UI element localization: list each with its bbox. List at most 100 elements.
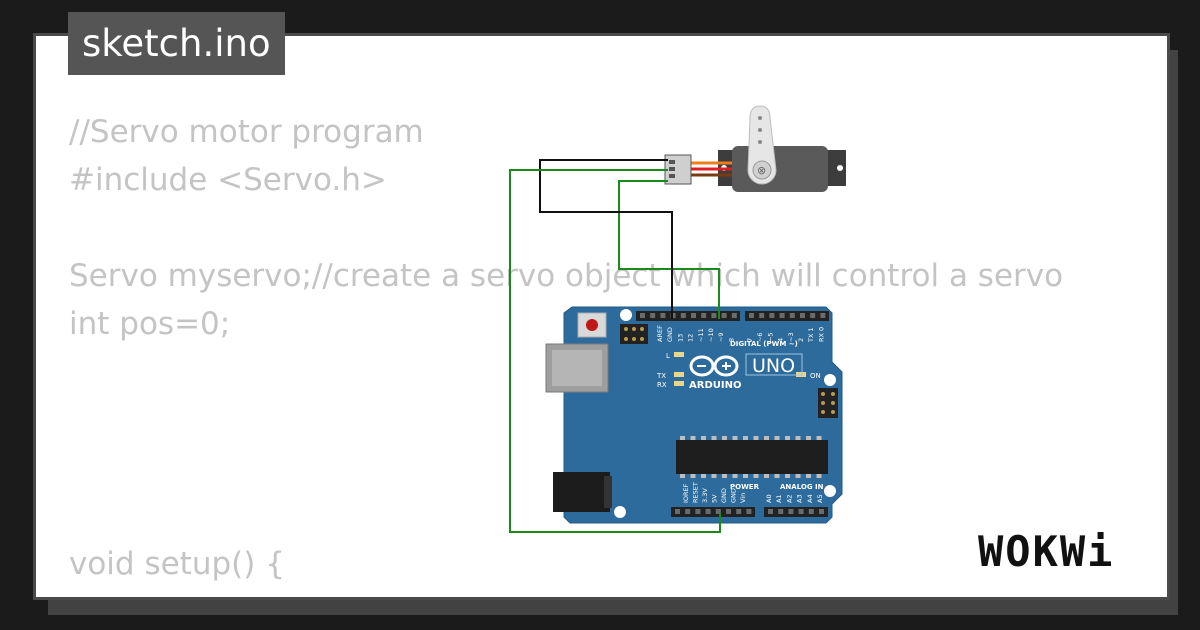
code-line: int pos=0; <box>69 306 231 342</box>
header-pin[interactable] <box>769 313 775 318</box>
chip-pin <box>690 474 696 478</box>
code-line: Servo myservo;//create a servo object wh… <box>69 258 1064 294</box>
chip-pin <box>722 436 727 440</box>
header-pin[interactable] <box>721 313 727 318</box>
led-tx <box>674 372 684 377</box>
header-pin[interactable] <box>685 509 691 514</box>
header-pin[interactable] <box>778 509 784 514</box>
led-l <box>674 352 684 357</box>
header-pin[interactable] <box>640 313 645 318</box>
wires <box>509 159 721 533</box>
pin-label: GND <box>666 327 674 342</box>
header-pin[interactable] <box>788 509 794 514</box>
header-pin[interactable] <box>695 509 701 514</box>
header-pin[interactable] <box>819 509 824 514</box>
mounting-hole <box>824 374 836 386</box>
pin-label: A5 <box>816 494 824 503</box>
chip-pin <box>753 474 759 478</box>
chip-pin <box>816 474 822 478</box>
power-pin-header[interactable] <box>671 507 755 517</box>
header-pin[interactable] <box>789 313 795 318</box>
pin-label: 13 <box>676 334 684 342</box>
chip-pin <box>732 436 738 440</box>
header-pin[interactable] <box>736 509 742 514</box>
icsp-header <box>818 388 838 418</box>
header-pin[interactable] <box>705 509 711 514</box>
led-rx <box>674 381 684 386</box>
wire-signal-green[interactable] <box>618 180 720 319</box>
pin-label: 5V <box>711 494 719 503</box>
digital-pin-header[interactable] <box>636 311 829 321</box>
header-pin[interactable] <box>820 313 826 318</box>
chip-pin <box>774 436 780 440</box>
header-pin[interactable] <box>650 313 656 318</box>
servo-motor[interactable]: ⊗ <box>664 105 846 192</box>
chip-pin <box>711 436 717 440</box>
pin-label: RESET <box>692 482 700 503</box>
chip-pin <box>816 436 822 440</box>
header-pin[interactable] <box>808 509 814 514</box>
header-pin[interactable] <box>711 313 717 318</box>
board-model: UNO <box>752 355 795 377</box>
header-pin[interactable] <box>715 509 721 514</box>
chip-pin <box>722 474 727 478</box>
header-pin[interactable] <box>660 313 666 318</box>
chip-pin <box>680 474 685 478</box>
chip-pin <box>774 474 780 478</box>
chip-pin <box>743 474 748 478</box>
digital-header-label: DIGITAL (PWM ~) <box>730 340 798 348</box>
led-on-label: ON <box>810 372 821 380</box>
header-pin[interactable] <box>798 509 804 514</box>
chip-pin <box>690 436 696 440</box>
header-pin[interactable] <box>749 313 754 318</box>
pin-label: A2 <box>785 494 793 503</box>
header-pin[interactable] <box>701 313 707 318</box>
pin-label: 8 <box>727 338 735 342</box>
header-pin[interactable] <box>731 313 737 318</box>
power-jack <box>553 472 610 512</box>
wire-gnd-black[interactable] <box>539 159 673 319</box>
chip-pin <box>806 436 811 440</box>
icsp-header <box>620 324 648 344</box>
header-pin[interactable] <box>759 313 765 318</box>
header-pin[interactable] <box>680 313 686 318</box>
chip-pin <box>701 474 706 478</box>
pin-label: A3 <box>796 494 804 503</box>
wire-vcc-green[interactable] <box>509 169 721 533</box>
model-badge <box>745 353 803 376</box>
chip-pin <box>795 436 801 440</box>
file-tab[interactable]: sketch.ino <box>68 12 285 75</box>
chip-pin <box>795 474 801 478</box>
header-pin[interactable] <box>670 313 676 318</box>
servo-connector[interactable] <box>664 154 692 185</box>
pin-label: A0 <box>765 494 773 503</box>
pin-label: IOREF <box>682 483 690 503</box>
header-pin[interactable] <box>800 313 805 318</box>
header-pin[interactable] <box>768 509 773 514</box>
servo-body <box>732 146 828 192</box>
header-pin[interactable] <box>675 509 680 514</box>
header-pin[interactable] <box>726 509 731 514</box>
header-pin[interactable] <box>746 509 752 514</box>
mounting-hole <box>824 485 836 497</box>
chip-pin <box>701 436 706 440</box>
header-pin[interactable] <box>691 313 696 318</box>
header-pin[interactable] <box>779 313 785 318</box>
analog-pin-header[interactable] <box>764 507 828 517</box>
header-pin[interactable] <box>810 313 816 318</box>
pin-label: ~6 <box>756 332 764 342</box>
pin-label: 7 <box>746 338 754 342</box>
chip-pin <box>753 436 759 440</box>
pin-label: ~11 <box>697 328 705 342</box>
pin-label: 2 <box>797 338 805 342</box>
pin-label: 3.3V <box>701 488 709 503</box>
pin-label: RX 0 <box>817 327 825 342</box>
pin-label: Vin <box>739 493 747 503</box>
svg-text:⊗: ⊗ <box>757 164 766 177</box>
pin-label: TX 1 <box>807 327 815 343</box>
pin-label: GND <box>720 488 728 503</box>
chip-pin <box>785 474 790 478</box>
code-line: //Servo motor program <box>69 114 424 150</box>
mounting-hole <box>614 506 626 518</box>
